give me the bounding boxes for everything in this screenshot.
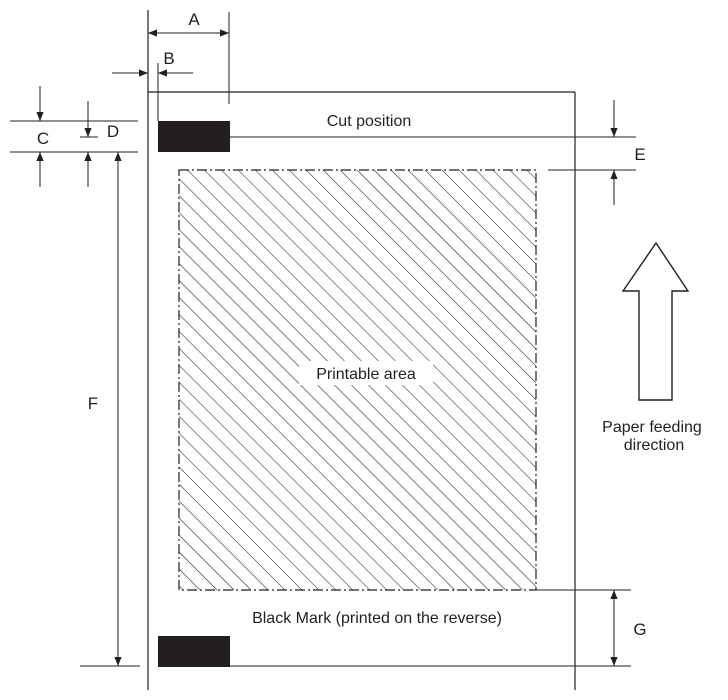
black-mark-caption: Black Mark (printed on the reverse) — [252, 610, 502, 627]
black-mark-top — [158, 121, 230, 152]
dimension-f-label: F — [88, 394, 98, 413]
dimension-g: G — [610, 590, 647, 666]
black-mark-bottom — [158, 636, 230, 667]
printable-area-label-bg — [299, 361, 433, 385]
dimension-a: A — [148, 10, 229, 37]
dimension-b: B — [112, 49, 193, 77]
paper-feeding-caption-line1: Paper feeding — [602, 419, 702, 436]
dimension-b-label: B — [163, 49, 174, 68]
dimension-c-label: C — [37, 129, 49, 148]
printable-area-label: Printable area — [316, 366, 416, 383]
up-arrow-outline-icon — [621, 241, 690, 401]
dimension-d-label: D — [107, 122, 119, 141]
dimension-g-label: G — [633, 620, 646, 639]
dimension-c: C — [36, 86, 49, 187]
dimension-a-label: A — [188, 10, 200, 29]
paper-feeding-caption-line2: direction — [624, 437, 684, 454]
cut-position-caption: Cut position — [327, 113, 412, 130]
dimension-e: E — [610, 100, 646, 205]
dimension-d: D — [80, 101, 119, 187]
dimension-e-label: E — [634, 145, 645, 164]
dimension-f: F — [88, 152, 122, 666]
